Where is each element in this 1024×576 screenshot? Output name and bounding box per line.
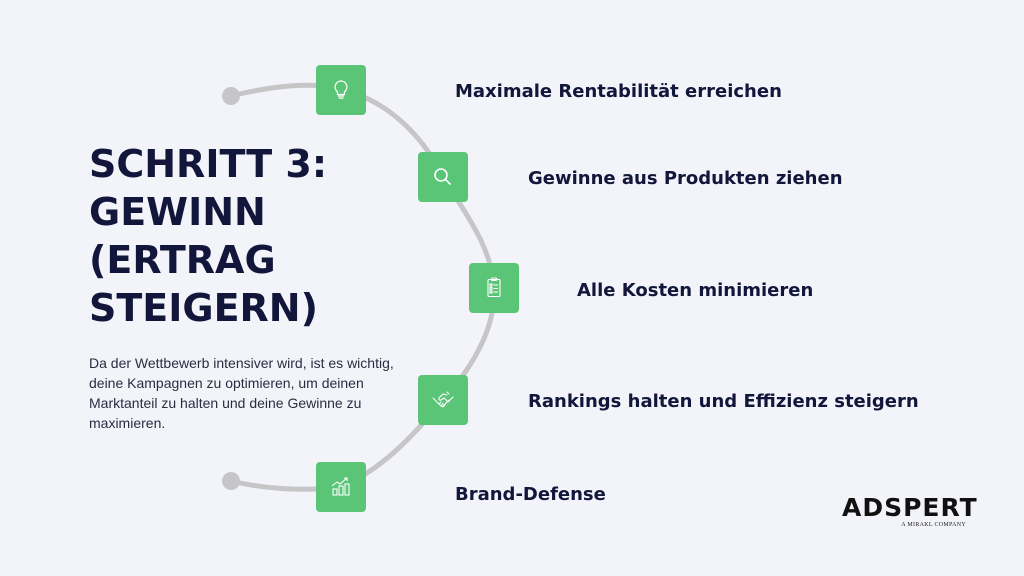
step-3-label: Alle Kosten minimieren xyxy=(577,280,814,301)
lightbulb-icon xyxy=(334,80,348,99)
title-line-4: STEIGERN) xyxy=(89,286,318,330)
logo-name: ADSPERT xyxy=(842,493,978,522)
title-line-3: (ERTRAG xyxy=(89,238,276,282)
adspert-logo: ADSPERT A MIRAKL COMPANY xyxy=(842,493,978,529)
growth-chart-icon xyxy=(331,477,350,496)
handshake-icon xyxy=(432,391,454,408)
arc-end-dot xyxy=(222,472,240,490)
step-1-icon-box xyxy=(316,65,366,115)
step-3-icon-box xyxy=(469,263,519,313)
step-5-icon-box xyxy=(316,462,366,512)
step-4-label: Rankings halten und Effizienz steigern xyxy=(528,391,919,412)
title-line-2: GEWINN xyxy=(89,190,266,234)
clipboard-checklist-icon xyxy=(487,277,501,298)
step-1-label: Maximale Rentabilität erreichen xyxy=(455,81,782,102)
description-text: Da der Wettbewerb intensiver wird, ist e… xyxy=(89,355,394,431)
title-line-1: SCHRITT 3: xyxy=(89,142,328,186)
step-5-label: Brand-Defense xyxy=(455,484,606,505)
search-icon xyxy=(434,168,452,186)
arc-start-dot xyxy=(222,87,240,105)
step-4-icon-box xyxy=(418,375,468,425)
step-2-icon-box xyxy=(418,152,468,202)
page-title: SCHRITT 3: GEWINN (ERTRAG STEIGERN) xyxy=(89,140,379,332)
step-2-label: Gewinne aus Produkten ziehen xyxy=(528,168,843,189)
logo-tagline: A MIRAKL COMPANY xyxy=(901,522,966,528)
